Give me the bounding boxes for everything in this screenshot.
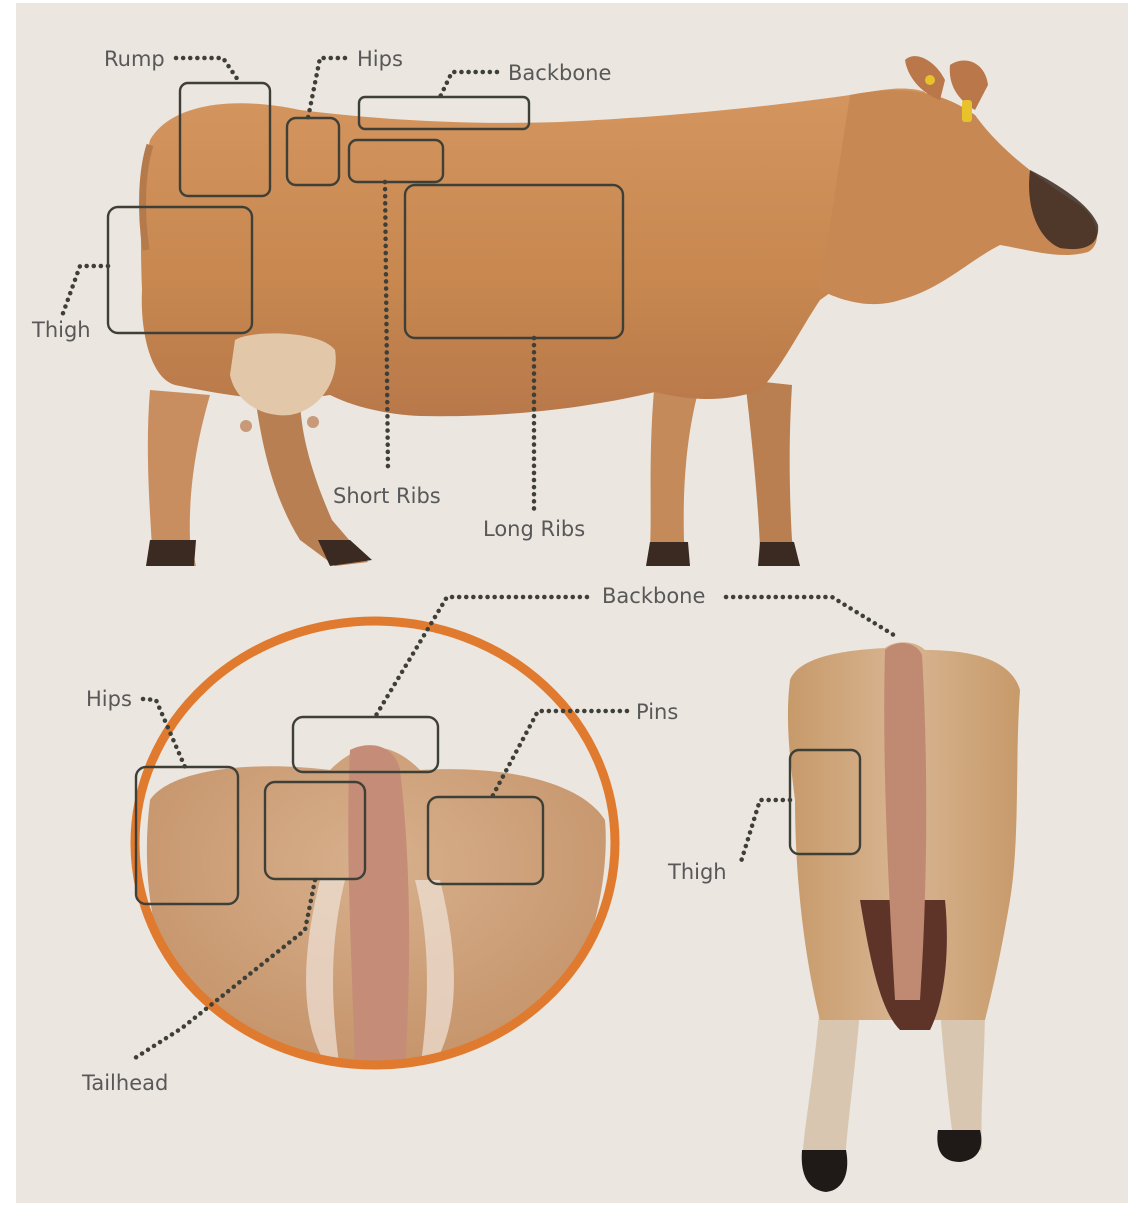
rear-backbone-leader (726, 597, 897, 637)
label-thigh: Thigh (31, 318, 91, 342)
ear-tag-icon (925, 75, 935, 85)
rear-view-cow: Backbone Thigh (602, 584, 1020, 1192)
label-long-ribs: Long Ribs (483, 517, 585, 541)
rear-hoof (937, 1130, 981, 1162)
label-closeup-hips: Hips (86, 687, 132, 711)
teat (240, 420, 252, 432)
rear-legs (940, 1000, 985, 1150)
label-closeup-tailhead: Tailhead (81, 1071, 168, 1095)
rump-leader (176, 58, 240, 83)
label-backbone-shared: Backbone (602, 584, 705, 608)
rear-hoof (802, 1150, 848, 1192)
thigh-leader (62, 266, 108, 316)
teat (307, 416, 319, 428)
body-condition-diagram: Rump Hips Backbone Thigh Short Ribs Long… (16, 3, 1128, 1203)
label-closeup-pins: Pins (636, 700, 678, 724)
udder (230, 333, 336, 415)
closeup-view: Hips Pins Tailhead (81, 597, 678, 1095)
hips-leader (308, 58, 345, 118)
rear-leg-left (148, 390, 210, 566)
label-rump: Rump (104, 47, 165, 71)
rear-legs (802, 1000, 860, 1160)
label-hips: Hips (357, 47, 403, 71)
label-backbone: Backbone (508, 61, 611, 85)
rear-hoof-left (146, 540, 196, 566)
closeup-tail (348, 745, 409, 1070)
label-rear-thigh: Thigh (667, 860, 727, 884)
rear-thigh-leader (740, 800, 790, 865)
front-leg-left (648, 380, 700, 566)
front-hoof-right (758, 542, 800, 566)
ear-tag-icon (962, 100, 972, 122)
diagram-svg: Rump Hips Backbone Thigh Short Ribs Long… (16, 3, 1128, 1203)
side-view-cow: Rump Hips Backbone Thigh Short Ribs Long… (31, 47, 1098, 566)
front-leg-right (745, 380, 800, 566)
label-short-ribs: Short Ribs (333, 484, 441, 508)
backbone-leader (440, 72, 497, 97)
front-hoof-left (646, 542, 690, 566)
